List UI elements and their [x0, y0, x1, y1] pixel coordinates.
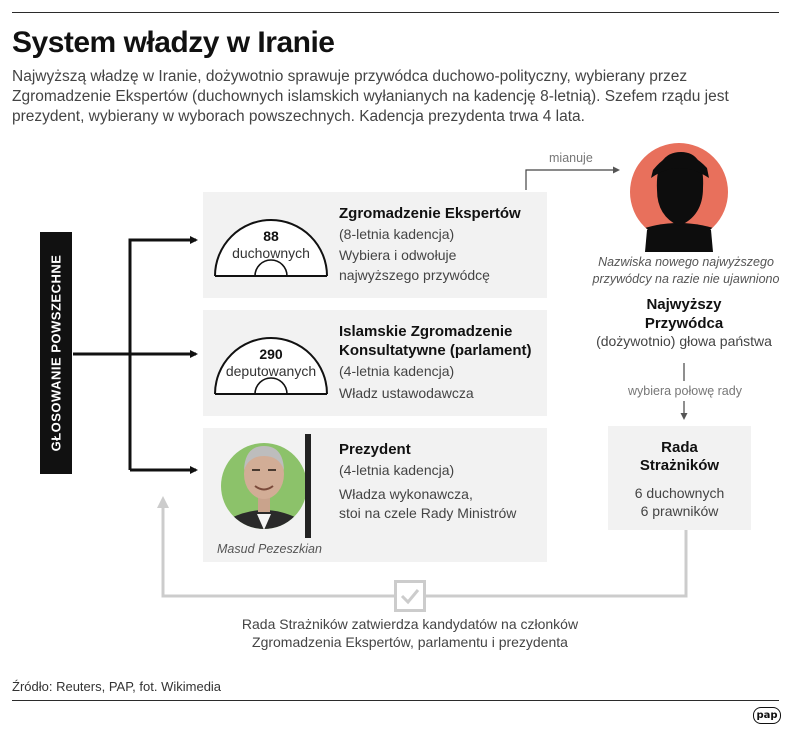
assembly-desc-2: najwyższego przywódcę [339, 267, 490, 283]
council-line-1: 6 duchownych [634, 485, 725, 501]
parliament-seat-count: 290 [259, 346, 283, 362]
leader-title-1: Najwyższy [646, 296, 722, 313]
parliament-term: (4-letnia kadencja) [339, 363, 455, 379]
leader-desc: (dożywotnio) głowa państwa [596, 333, 772, 349]
pap-logo-text: pap [756, 710, 778, 721]
parliament-seat-label: deputowanych [225, 363, 317, 379]
assembly-term: (8-letnia kadencja) [339, 226, 455, 242]
page-subtitle: Najwyższą władzę w Iranie, dożywotnio sp… [12, 68, 729, 125]
assembly-name: Zgromadzenie Ekspertów [339, 205, 521, 222]
supreme-leader-silhouette [630, 143, 728, 252]
pap-logo: pap [753, 707, 781, 724]
parliament-card: 290 deputowanych Islamskie Zgromadzenie … [203, 310, 547, 416]
council-title-1: Rada [661, 439, 698, 456]
assembly-desc-1: Wybiera i odwołuje [339, 247, 457, 263]
council-line-2: 6 prawników [640, 503, 719, 519]
elects-half-label: wybiera połowę rady [628, 384, 742, 398]
council-title-2: Strażników [639, 457, 720, 474]
guardian-council-card: Rada Strażników 6 duchownych 6 prawników [608, 426, 751, 530]
assembly-seat-count: 88 [263, 228, 279, 244]
president-desc-2: stoi na czele Rady Ministrów [339, 505, 517, 521]
source-note: Źródło: Reuters, PAP, fot. Wikimedia [12, 679, 222, 694]
assembly-hemicycle-icon [214, 219, 328, 277]
leader-note-2: przywódcy na razie nie ujawniono [592, 272, 780, 286]
president-photo-caption: Masud Pezeszkian [217, 542, 322, 556]
president-term: (4-letnia kadencja) [339, 462, 455, 478]
appoints-label: mianuje [549, 151, 593, 165]
parliament-name-2: Konsultatywne (parlament) [339, 342, 532, 359]
assembly-seat-label: duchownych [232, 245, 310, 261]
page-title: System władzy w Iranie [12, 26, 335, 59]
parliament-name-1: Islamskie Zgromadzenie [339, 323, 513, 340]
assembly-card: 88 duchownych Zgromadzenie Ekspertów (8-… [203, 192, 547, 298]
popular-vote-label: GŁOSOWANIE POWSZECHNE [48, 254, 64, 452]
parliament-desc: Władz ustawodawcza [339, 385, 474, 401]
parliament-hemicycle-icon [214, 337, 328, 395]
approval-text-1: Rada Strażników zatwierdza kandydatów na… [241, 616, 579, 632]
bottom-rule [12, 700, 779, 701]
leader-title-2: Przywódca [644, 315, 724, 332]
president-card: Masud Pezeszkian Prezydent (4-letnia kad… [203, 428, 547, 562]
approval-text-2: Zgromadzenia Ekspertów, parlamentu i pre… [252, 634, 568, 650]
president-photo [221, 434, 311, 538]
president-desc-1: Władza wykonawcza, [339, 486, 473, 502]
top-rule [12, 12, 779, 13]
popular-vote-bar: GŁOSOWANIE POWSZECHNE [40, 232, 72, 474]
approval-check-icon [394, 580, 426, 612]
president-title: Prezydent [339, 441, 411, 458]
leader-note-1: Nazwiska nowego najwyższego [598, 255, 774, 269]
